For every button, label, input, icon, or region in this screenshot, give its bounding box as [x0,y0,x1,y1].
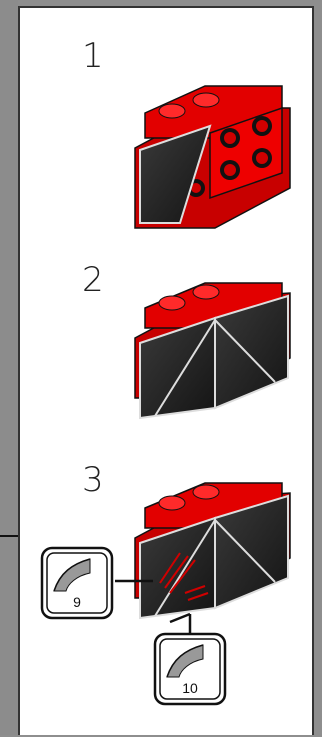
step-1-model [135,86,290,228]
build-illustrations [20,8,316,737]
step-2-model [135,283,290,418]
callout-label-10: 10 [158,680,222,696]
left-gutter [0,0,18,735]
callout-label-9: 9 [45,594,109,610]
left-divider-line [0,535,18,537]
instruction-panel: 1 2 3 [18,6,314,735]
step-3-model [115,483,290,636]
